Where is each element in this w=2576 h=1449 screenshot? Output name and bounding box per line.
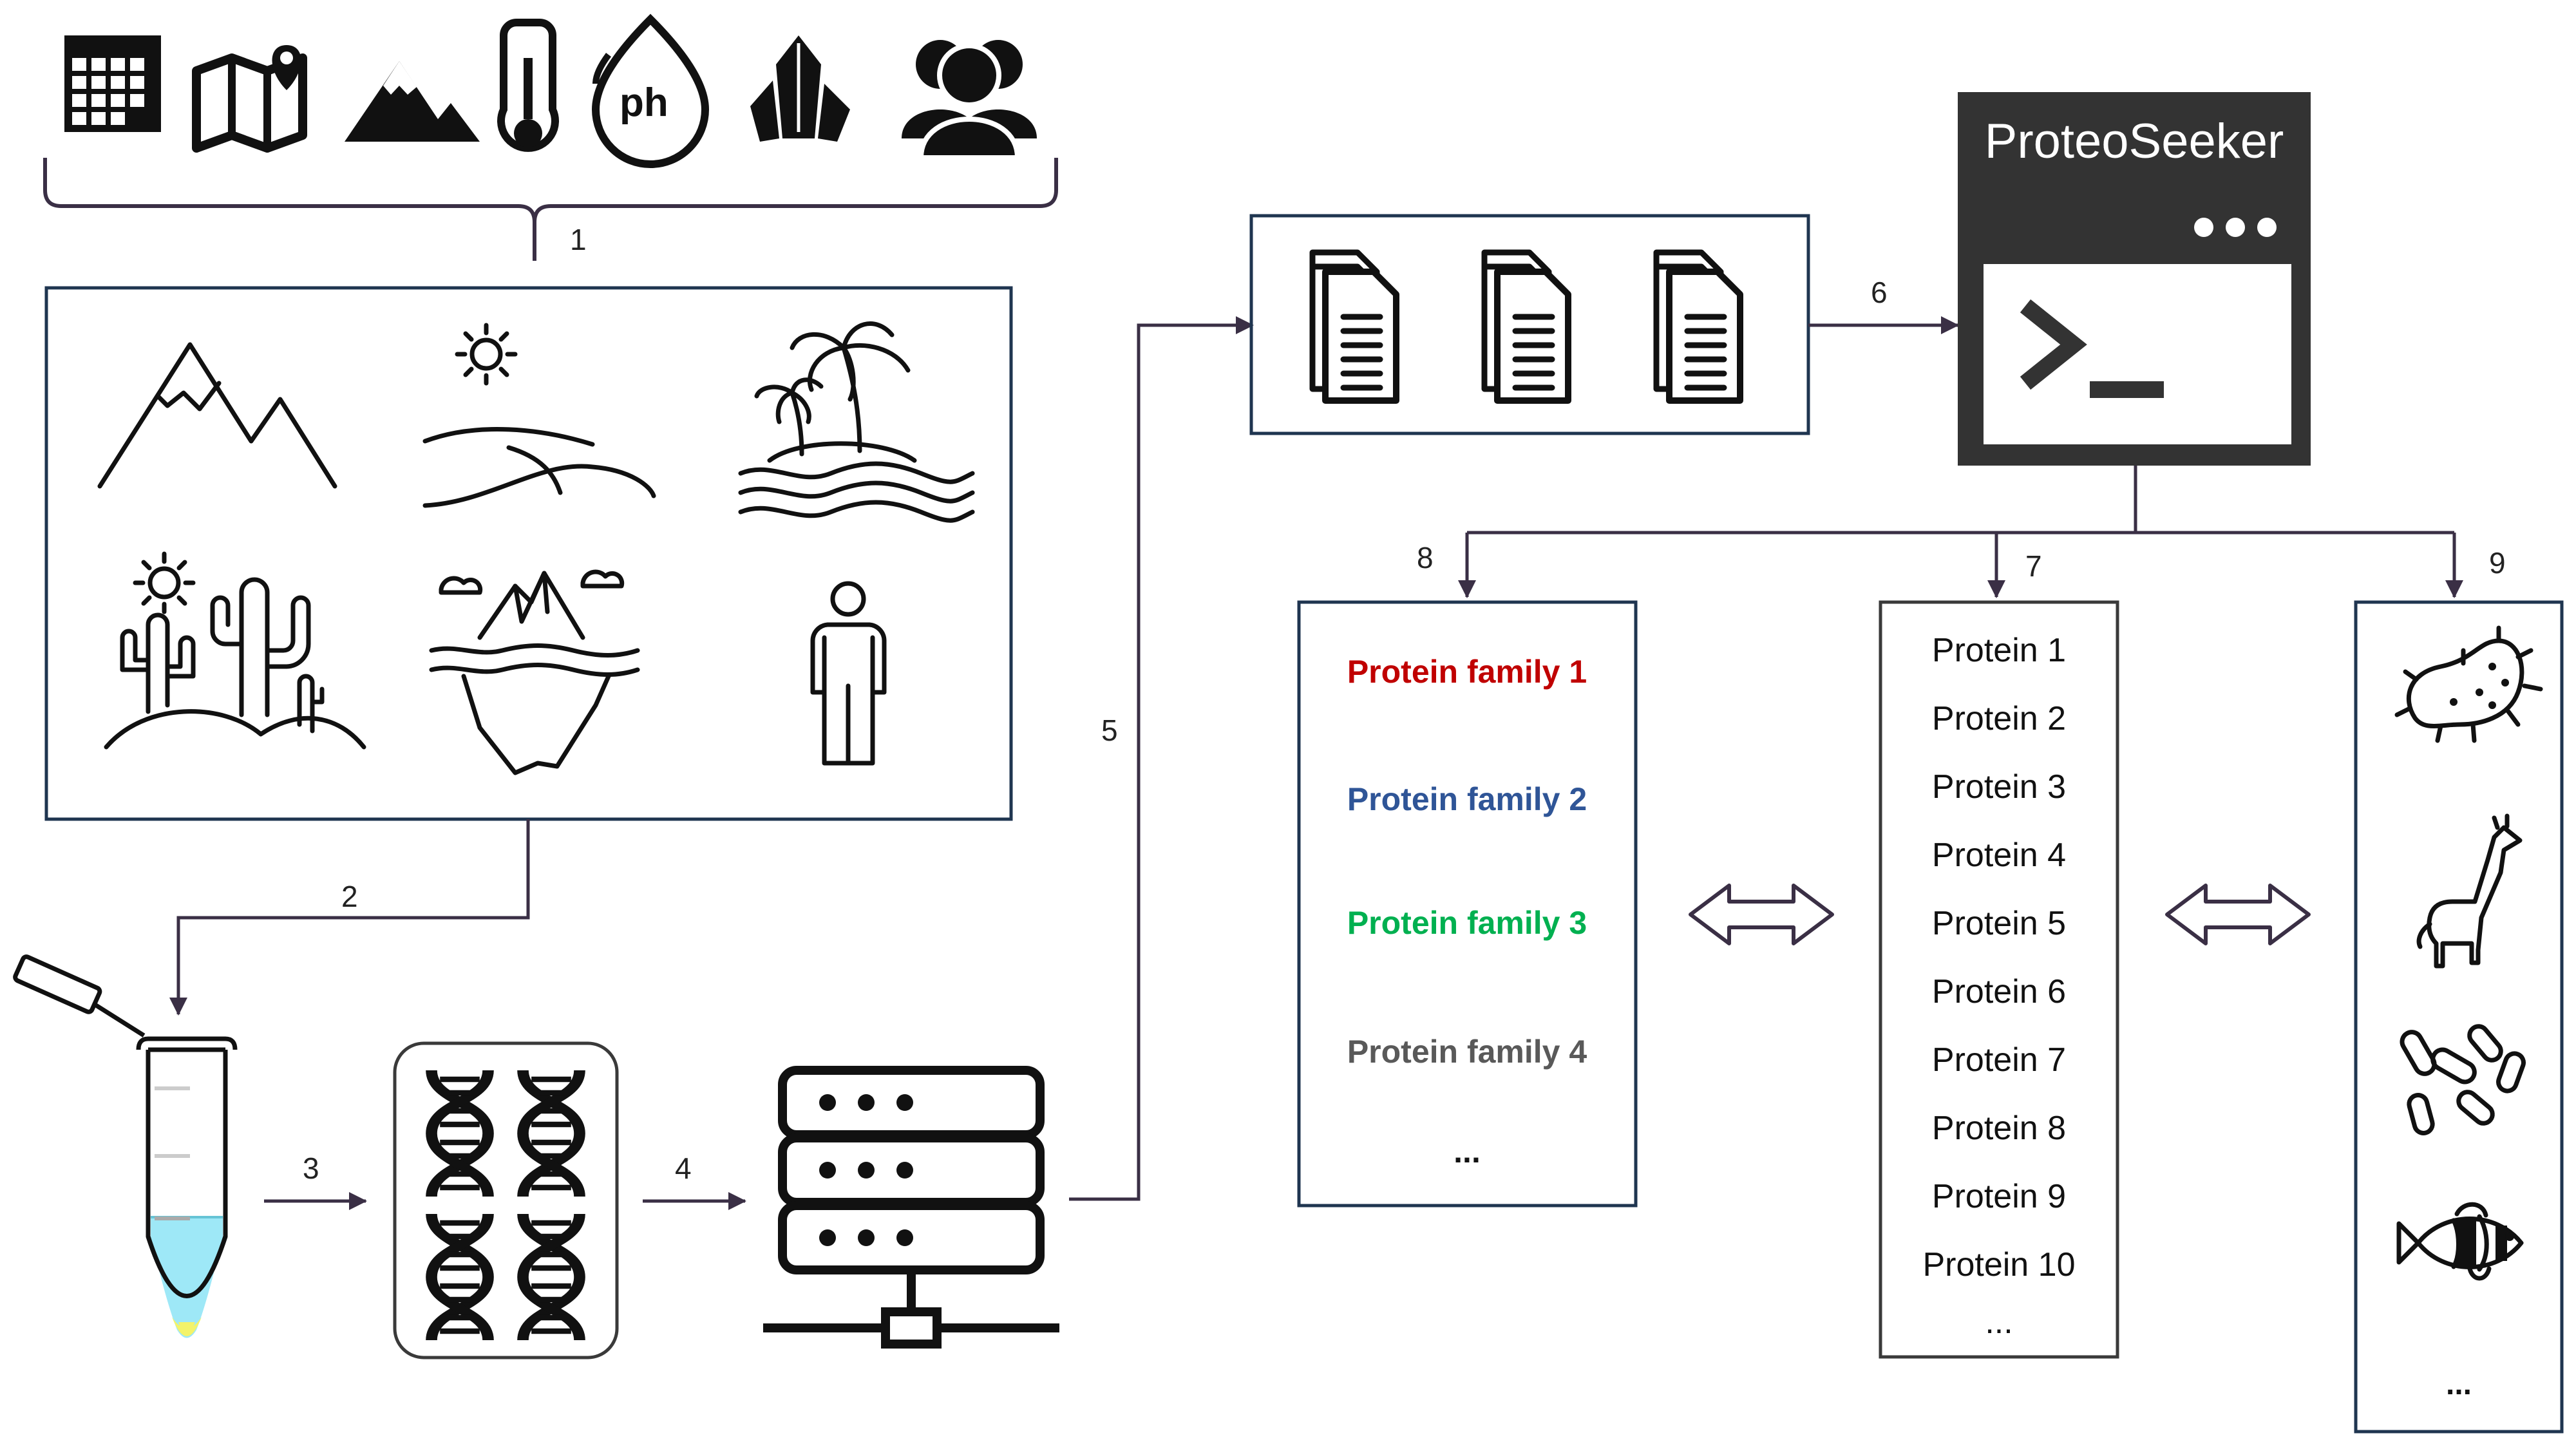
double-arrow-icon xyxy=(1690,886,1832,943)
organisms-more: ... xyxy=(2446,1367,2472,1401)
cactus-desert-icon xyxy=(104,551,366,750)
protein-item: Protein 7 xyxy=(1932,1041,2066,1079)
calendar-icon xyxy=(64,35,161,132)
double-arrow-icon xyxy=(2167,886,2309,943)
protein-families-box xyxy=(1297,600,1638,1208)
protein-item: Protein 3 xyxy=(1932,768,2066,806)
map-location-icon xyxy=(192,45,307,153)
document-stack-icon xyxy=(1656,252,1740,401)
protein-item: Protein 10 xyxy=(1922,1246,2075,1283)
protein-item: Protein 6 xyxy=(1932,973,2066,1010)
crystal-icon xyxy=(750,35,850,142)
protein-item: Protein 2 xyxy=(1932,700,2066,737)
desert-dunes-icon xyxy=(422,323,656,508)
step-label-1: 1 xyxy=(570,223,587,256)
protein-family-item: Protein family 4 xyxy=(1347,1034,1587,1070)
step-label-3: 3 xyxy=(303,1151,319,1185)
mountains-icon xyxy=(97,342,337,489)
document-stack-icon xyxy=(1484,252,1568,401)
step-label-7: 7 xyxy=(2025,549,2042,583)
proteins-box xyxy=(1879,600,2119,1359)
clownfish-icon xyxy=(2396,1202,2524,1281)
step-label-5: 5 xyxy=(1101,714,1118,747)
tropical-island-icon xyxy=(738,321,975,523)
protein-family-item: Protein family 3 xyxy=(1347,905,1587,941)
protein-item: Protein 9 xyxy=(1932,1178,2066,1215)
step-label-6: 6 xyxy=(1871,276,1888,309)
bacilli-icon xyxy=(2400,1024,2526,1135)
bacterium-icon xyxy=(2394,625,2543,743)
protein-family-item: ... xyxy=(1454,1133,1481,1170)
mountain-icon xyxy=(345,61,480,142)
giraffe-icon xyxy=(2416,813,2523,969)
thermometer-icon xyxy=(497,19,559,152)
step-label-8: 8 xyxy=(1417,541,1434,574)
svg-text:ph: ph xyxy=(620,80,668,125)
organisms-box xyxy=(2354,600,2564,1434)
dna-box xyxy=(393,1041,619,1359)
ph-icon: ph xyxy=(591,14,710,168)
step-label-2: 2 xyxy=(341,880,358,913)
protein-item: ... xyxy=(1985,1303,2012,1341)
step-label-9: 9 xyxy=(2489,546,2506,580)
parameters-brace xyxy=(43,158,1058,261)
environments-box xyxy=(44,286,1013,821)
protein-family-item: Protein family 1 xyxy=(1347,654,1587,690)
terminal-icon: ProteoSeeker xyxy=(1958,92,2311,466)
iceberg-icon xyxy=(429,569,640,775)
protein-item: Protein 4 xyxy=(1932,837,2066,874)
human-icon xyxy=(810,581,887,766)
people-icon xyxy=(902,40,1037,160)
protein-item: Protein 5 xyxy=(1932,905,2066,942)
protein-item: Protein 1 xyxy=(1932,632,2066,669)
protein-item: Protein 8 xyxy=(1932,1110,2066,1147)
document-stack-icon xyxy=(1312,252,1396,401)
tool-title: ProteoSeeker xyxy=(1985,114,2284,169)
database-server-icon xyxy=(763,1070,1059,1349)
step-label-4: 4 xyxy=(675,1151,692,1185)
sample-tube-icon xyxy=(13,954,238,1338)
protein-family-item: Protein family 2 xyxy=(1347,781,1587,817)
